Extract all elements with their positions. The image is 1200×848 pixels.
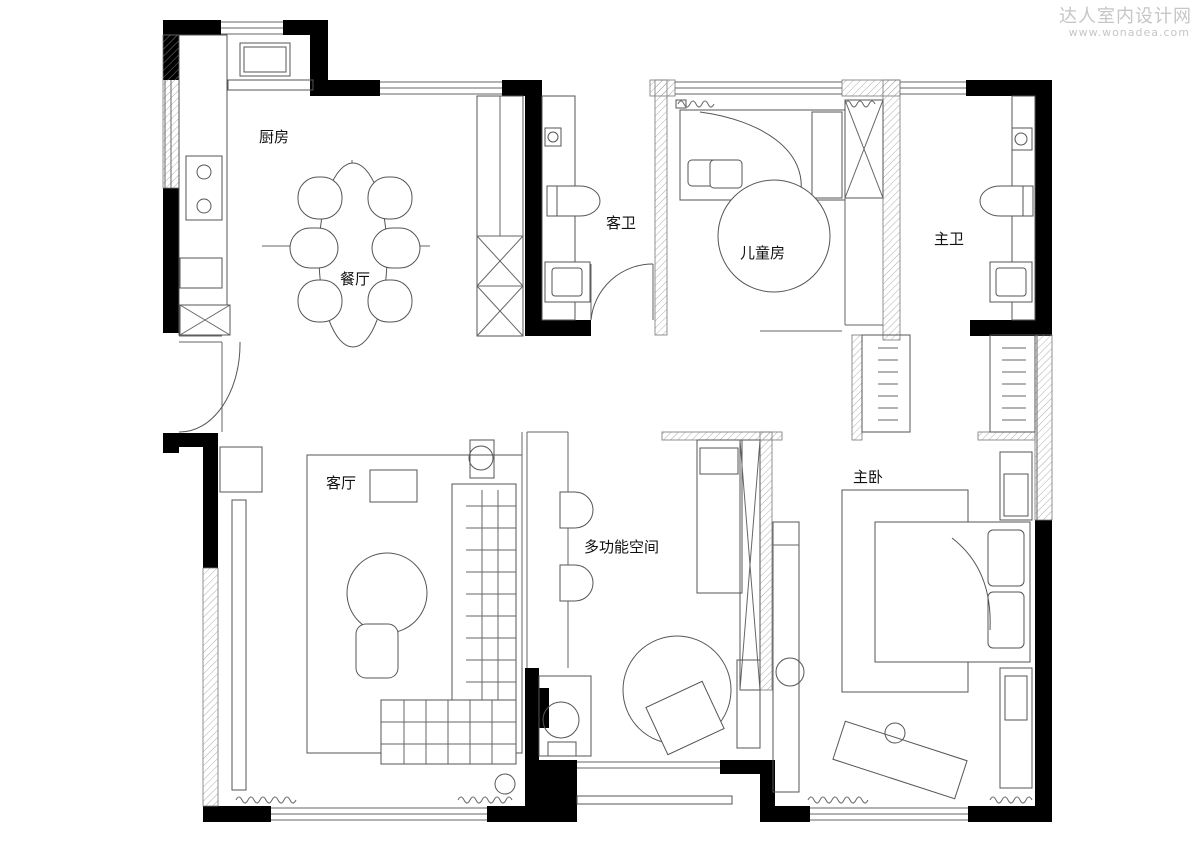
master-bedroom-fixtures: [772, 451, 1033, 800]
bed-pillow-2: [987, 591, 1025, 649]
wall-left-entry: [163, 433, 179, 453]
duvet-fold: [951, 537, 991, 631]
wall-laundry-inner: [539, 688, 549, 728]
wall-masterbath-bottom: [970, 320, 1052, 336]
wall-guestbath-left: [525, 80, 542, 336]
stool-2: [559, 564, 594, 602]
wall-dining-top: [310, 80, 380, 96]
partition-kids-right: [882, 79, 901, 341]
partitions: [162, 34, 1053, 807]
wall-right-bottom: [1035, 520, 1052, 822]
living-room-fixtures: [219, 431, 568, 795]
room-label-kitchen: 厨房: [259, 128, 290, 146]
wall-kitchen-step: [310, 20, 328, 96]
ottoman: [355, 623, 399, 679]
partition-living-left: [202, 567, 219, 807]
room-label-master-bedroom: 主卧: [853, 468, 884, 486]
guest-toilet-tank: [546, 185, 558, 217]
cooktop: [185, 155, 223, 221]
pillow-2: [709, 159, 743, 189]
wall-top-b: [966, 80, 1052, 96]
guest-bath-door-arc: [590, 263, 654, 321]
watermark-url: www.wonadea.com: [1068, 26, 1190, 39]
guest-bath-fixtures: [541, 95, 654, 321]
chair-5: [371, 227, 421, 269]
dining-set: [262, 160, 430, 348]
kids-rug: [717, 179, 831, 293]
room-label-kids-room: 儿童房: [740, 244, 786, 262]
master-toilet-tank: [1022, 185, 1034, 217]
entry-door-arc: [178, 341, 241, 433]
fridge: [179, 257, 223, 289]
wall-left-living-pier: [203, 433, 218, 568]
chair-2: [289, 227, 339, 269]
wall-bottom-right-b: [968, 806, 1052, 822]
chair-1: [297, 176, 343, 220]
bed-cover: [699, 111, 802, 199]
chair-3: [297, 279, 343, 323]
wall-bottom-right-a: [760, 806, 810, 822]
chair-4: [367, 176, 413, 220]
radiators: [235, 100, 1033, 804]
walls: [163, 20, 1052, 822]
watermark-title: 达人室内设计网: [1059, 6, 1192, 27]
master-toilet: [979, 185, 1024, 217]
wall-laundry-left: [525, 668, 539, 818]
partition-bedroom-left: [759, 431, 773, 691]
wall-guestbath-bottom: [525, 320, 591, 336]
partition-kids-left: [654, 79, 668, 336]
chair-6: [367, 279, 413, 323]
wall-bottom-left: [203, 806, 271, 822]
room-label-multi-space: 多功能空间: [584, 538, 660, 556]
kitchen-fixtures: [178, 34, 314, 433]
coffee-table: [346, 552, 428, 634]
wardrobe-left: [861, 334, 911, 433]
partition-closet-a: [851, 334, 863, 441]
room-label-dining: 餐厅: [340, 270, 371, 288]
master-bath-fixtures: [979, 95, 1036, 321]
guest-toilet: [556, 185, 601, 217]
multi-space-fixtures: [538, 432, 761, 757]
wall-left-kitchen-lower: [163, 188, 179, 333]
lounge-chair: [645, 680, 725, 756]
chaise-lounge: [832, 720, 968, 800]
partition-kids-top-left: [649, 79, 676, 97]
side-table: [369, 469, 418, 503]
daybed: [696, 439, 743, 594]
bed-pillow-1: [987, 529, 1025, 587]
room-label-master-bath: 主卫: [934, 230, 965, 248]
stool-1: [559, 491, 594, 529]
kids-room-fixtures: [675, 99, 884, 332]
sofa: [451, 483, 517, 701]
guest-basin: [544, 127, 562, 147]
wall-right-top: [1035, 80, 1052, 335]
windows: [164, 21, 1038, 821]
room-label-living: 客厅: [326, 474, 357, 492]
partition-closet-c: [977, 431, 1036, 441]
kitchen-sink: [239, 42, 291, 77]
tall-cabinet: [476, 95, 524, 337]
room-label-guest-bath: 客卫: [606, 214, 637, 232]
partition-right-mid: [1034, 334, 1053, 521]
wardrobe-right: [989, 334, 1036, 433]
master-basin: [1011, 127, 1033, 151]
